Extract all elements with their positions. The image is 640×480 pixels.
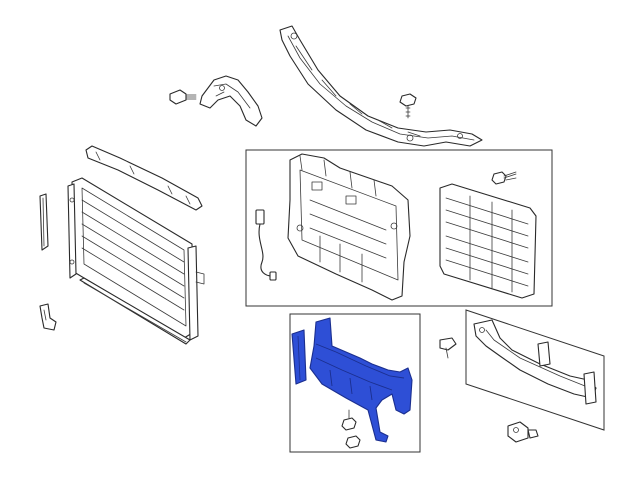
radiator-icon: [67, 145, 205, 341]
shutter-assembly-frame: [245, 149, 553, 307]
sensor-connector-icon: [507, 421, 539, 443]
air-guide-icon: [39, 193, 49, 251]
lower-bracket-frame: [465, 309, 605, 431]
lower-bracket-icon: [473, 319, 597, 405]
upper-support-bracket-icon: [279, 25, 483, 147]
clip-icon: [39, 303, 57, 331]
louver-grid-icon: [439, 183, 537, 299]
bolt-icon: [345, 435, 361, 449]
side-bracket-icon: [199, 75, 263, 127]
wiring-harness-icon: [255, 209, 277, 281]
deflector-frame: [289, 313, 421, 453]
bolt-icon: [341, 409, 357, 431]
shutter-carrier-icon: [287, 153, 411, 301]
bolt-icon: [399, 93, 417, 119]
bolt-icon: [491, 171, 517, 185]
bolt-icon: [169, 89, 197, 105]
push-pin-icon: [439, 337, 457, 359]
seal-strip-icon: [79, 277, 191, 345]
air-deflector-icon: [291, 317, 413, 443]
